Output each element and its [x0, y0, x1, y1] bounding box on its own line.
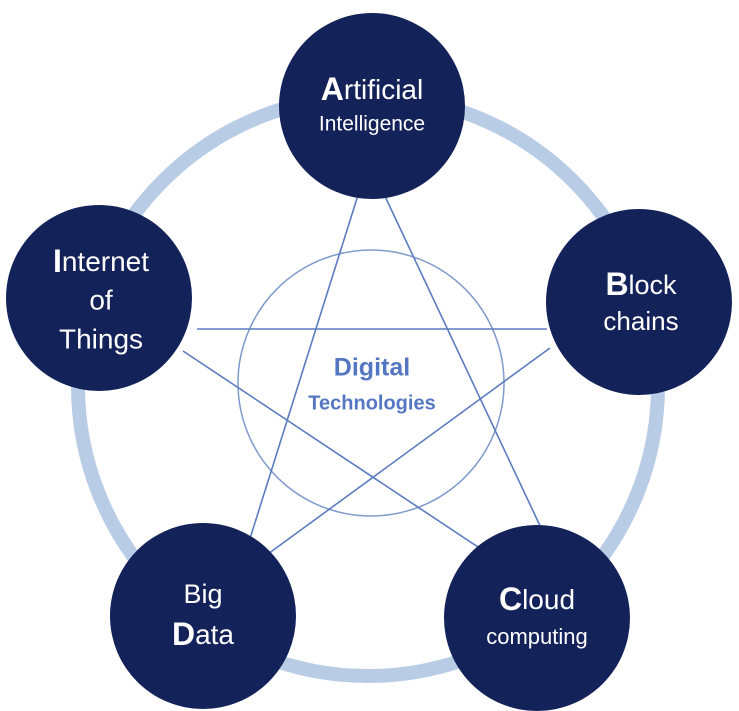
node-bigdata-line1: Big [183, 579, 222, 609]
line-iot-cloud [182, 350, 488, 554]
node-blockchain-line2: chains [603, 306, 678, 336]
node-iot-rest: nternet [62, 246, 149, 277]
node-iot-cap: I [53, 243, 62, 279]
node-ai-cap: A [321, 71, 344, 107]
node-cloud-cap: C [499, 581, 522, 617]
node-artificial-intelligence: Artificial Intelligence [279, 13, 465, 199]
node-cloud-rest: loud [522, 584, 575, 615]
line-blockchain-bigdata [256, 347, 551, 563]
node-ai-title: Artificial [321, 71, 423, 107]
node-bigdata-cap: D [172, 616, 195, 652]
node-iot-line2: of [89, 284, 113, 315]
node-circle-ai [279, 13, 465, 199]
node-blockchains: Block chains [546, 209, 732, 395]
node-big-data: Big Data [110, 523, 296, 709]
node-cloud-computing: Cloud computing [444, 525, 630, 711]
node-internet-of-things: Internet of Things [6, 205, 192, 391]
node-bigdata-title: Data [172, 616, 234, 652]
line-ai-cloud [382, 191, 543, 531]
connection-lines [182, 191, 551, 563]
center-label-line1: Digital [334, 354, 410, 382]
node-circle-blockchain [546, 209, 732, 395]
center-circle [237, 249, 505, 517]
node-bigdata-rest: ata [195, 619, 234, 650]
node-circle-iot [6, 205, 192, 391]
line-ai-bigdata [246, 191, 360, 549]
node-blockchain-cap: B [605, 266, 628, 302]
node-circle-bigdata [110, 523, 296, 709]
node-ai-line2: Intelligence [319, 113, 425, 136]
node-circle-cloud [444, 525, 630, 711]
node-blockchain-rest: lock [629, 270, 678, 300]
node-cloud-title: Cloud [499, 581, 575, 617]
node-iot-title: Internet [53, 243, 149, 279]
center-label-line2: Technologies [308, 392, 435, 414]
node-iot-line3: Things [59, 323, 143, 354]
node-ai-rest: rtificial [344, 74, 423, 105]
node-cloud-line2: computing [486, 624, 588, 649]
node-blockchain-title: Block [605, 266, 677, 302]
